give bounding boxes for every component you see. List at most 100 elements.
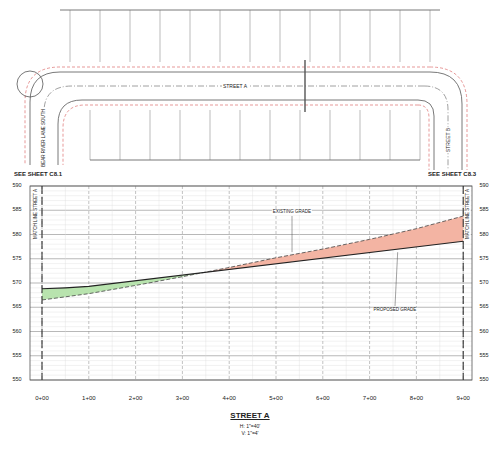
grid-line [30,273,472,274]
lot-line [430,10,431,62]
grid-line [30,205,472,206]
grid-line [30,360,472,361]
grid-line [463,186,464,380]
match-line [42,186,43,380]
grid-line [30,355,472,356]
elevation-label: 570 [12,280,21,286]
station-label: 6+00 [316,395,330,401]
grid-line [393,186,394,380]
street-name: STREET B [446,127,451,153]
lot-boundary [90,160,420,161]
grid-line [65,186,66,380]
grid-line [30,253,472,254]
match-line [463,186,464,380]
grid-line [30,370,472,371]
station-label: 1+00 [82,395,96,401]
grid-line [416,186,417,380]
elevation-label: 550 [479,377,488,383]
grid-line [30,302,472,303]
lot-line [210,110,211,160]
lot-line [180,110,181,160]
road-edge [58,100,418,165]
lot-line [130,10,131,62]
elevation-label: 560 [12,329,21,335]
lot-line [340,10,341,62]
lot-line [330,110,331,160]
lot-line [70,10,71,62]
road-edge [418,100,434,170]
elevation-label: 575 [12,256,21,262]
elevation-label: 555 [12,353,21,359]
grid-line [346,186,347,380]
grid-line [159,186,160,380]
grid-line [30,215,472,216]
lot-line [190,10,191,62]
grid-line [182,186,183,380]
grid-line [252,186,253,380]
grid-line [30,200,472,201]
lot-line [240,110,241,160]
grid-line [299,186,300,380]
elevation-label: 560 [479,329,488,335]
leader-line [292,216,293,252]
grid-line [30,224,472,225]
lot-line [120,110,121,160]
station-label: 9+00 [456,395,470,401]
grid-line [30,258,472,259]
match-line-label: MATCH LINE STREET A [466,188,471,240]
lot-line [390,110,391,160]
grid-line [30,350,472,351]
elevation-label: 565 [12,305,21,311]
grid-line [30,321,472,322]
station-label: 4+00 [222,395,236,401]
grid-line [30,190,472,191]
cul-de-sac [17,71,43,97]
scale-note: V: 1"=4' [241,431,258,436]
grid-frame [30,186,472,380]
lot-line [400,10,401,62]
elevation-label: 570 [479,280,488,286]
road-edge [430,72,462,170]
elevation-label: 585 [479,208,488,214]
elevation-label: 575 [479,256,488,262]
lot-line [360,110,361,160]
lot-lines [70,10,430,160]
lot-line [310,10,311,62]
match-line [304,60,305,112]
grid-line [276,186,277,380]
fill-area [42,216,463,300]
elevation-label: 550 [12,377,21,383]
sheet-reference: SEE SHEET C8.1 [14,171,62,177]
elevation-label: 555 [479,353,488,359]
elevation-label: 565 [479,305,488,311]
grid-line [205,186,206,380]
plan-view [17,10,467,170]
grid-line [30,283,472,284]
station-label: 5+00 [269,395,283,401]
grid-line [30,268,472,269]
grid-line [322,186,323,380]
lot-line [270,110,271,160]
station-label: 8+00 [410,395,424,401]
elevation-label: 585 [12,208,21,214]
cut-area [42,216,463,289]
grid-line [30,219,472,220]
lot-line [100,10,101,62]
grid-line [42,186,43,380]
scale-note: H: 1"=40' [240,424,260,429]
lot-line [250,10,251,62]
elevation-label: 580 [12,232,21,238]
grid-line [30,278,472,279]
grid-line [30,331,472,332]
profile-title: STREET A [230,412,269,420]
station-label: 3+00 [176,395,190,401]
lot-line [160,10,161,62]
lot-line [280,10,281,62]
street-name: BEAR RIVER LANE SOUTH [42,108,47,167]
grid-line [369,186,370,380]
lot-line [220,10,221,62]
grid-line [30,375,472,376]
profile-grid [30,186,472,380]
lot-line [150,110,151,160]
match-line-label: MATCH LINE STREET A [34,188,39,240]
